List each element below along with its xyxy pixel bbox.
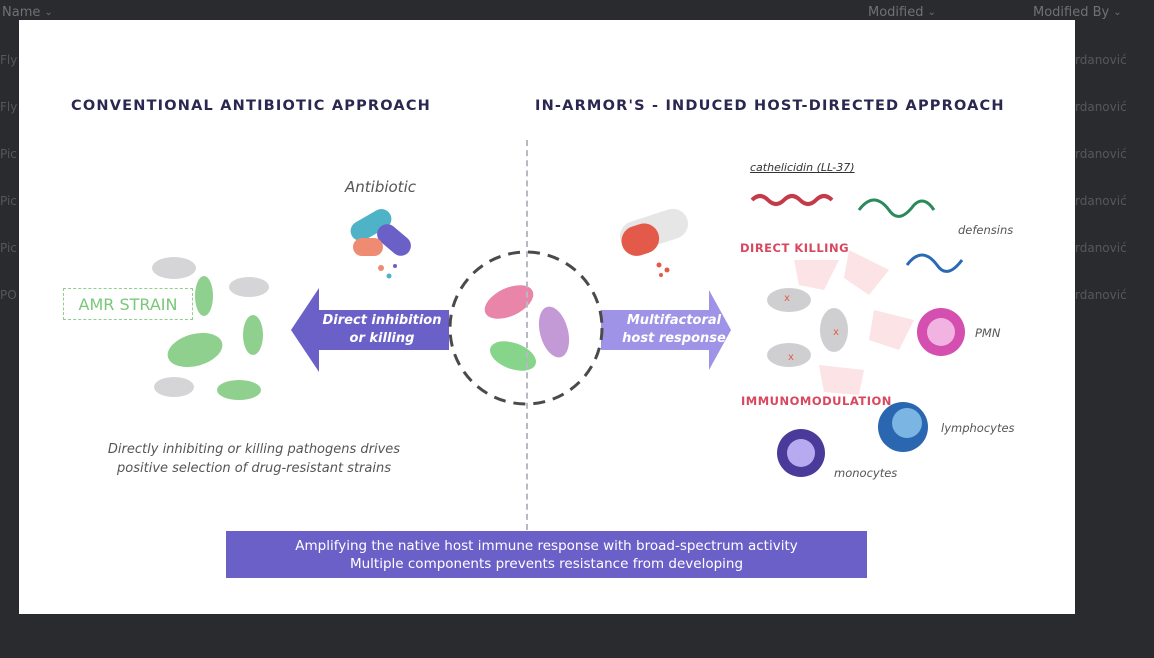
column-modified-label: Modified [868,5,924,20]
left-arrow-line2: or killing [349,331,415,346]
pmn-label: PMN [975,326,1001,340]
infographic-graphics: x x x [152,194,965,477]
killed-bacteria-icon [767,288,848,367]
chevron-down-icon: ⌄ [927,7,936,18]
cathelicidin-label: cathelicidin (LL-37) [750,161,855,174]
svg-text:x: x [833,327,839,338]
antibiotic-label: Antibiotic [345,178,416,196]
file-modified-by: rdanović [1075,194,1127,208]
file-modified-by: rdanović [1075,53,1127,67]
left-arrow-label: Direct inhibition or killing [317,312,447,348]
file-modified-by: rdanović [1075,241,1127,255]
defensin-icon [857,198,936,218]
left-caption-line2: positive selection of drug-resistant str… [117,461,391,476]
column-modified-by-label: Modified By [1033,5,1110,20]
left-caption: Directly inhibiting or killing pathogens… [89,440,419,478]
amr-bacteria-icon [152,257,269,400]
list-item[interactable]: Pic rdanović [0,147,1154,167]
left-arrow [291,288,449,372]
left-title: CONVENTIONAL ANTIBIOTIC APPROACH [71,98,431,114]
list-item[interactable]: PO rdanović [0,288,1154,308]
list-item[interactable]: Pic rdanović [0,194,1154,214]
chevron-down-icon: ⌄ [1113,7,1122,18]
file-modified-by: rdanović [1075,288,1127,302]
right-arrow-label: Multifactoral host response [609,312,739,348]
file-name: Pic [0,194,17,208]
svg-text:x: x [788,352,794,363]
direct-killing-label: DIRECT KILLING [740,241,850,255]
bottom-banner: Amplifying the native host immune respon… [226,531,867,578]
pathogen-circle [448,250,604,406]
file-name: Pic [0,241,17,255]
lymphocytes-label: lymphocytes [941,421,1015,435]
center-bacteria-icon [484,285,570,371]
column-modified-by[interactable]: Modified By ⌄ [1033,5,1122,20]
svg-text:x: x [784,293,790,304]
right-arrow-line1: Multifactoral [626,313,722,328]
column-name-label: Name [2,5,41,20]
image-preview: x x x CONVENTIONAL ANTIBIOTIC APPROACH IN-… [19,20,1075,614]
column-modified[interactable]: Modified ⌄ [868,5,936,20]
list-item[interactable]: Fly rdanović [0,100,1154,120]
banner-line1: Amplifying the native host immune respon… [295,537,798,554]
section-divider [526,140,528,530]
amr-strain-label: AMR STRAIN [63,288,193,320]
right-arrow-line2: host response [622,331,726,346]
immunomodulation-label: IMMUNOMODULATION [741,394,892,408]
column-name[interactable]: Name ⌄ [2,5,53,20]
defensins-label: defensins [958,223,1014,237]
response-rays [794,250,914,395]
file-modified-by: rdanović [1075,100,1127,114]
left-arrow-line1: Direct inhibition [322,313,442,328]
file-list-header: Name ⌄ Modified ⌄ Modified By ⌄ [0,0,1154,26]
right-arrow [601,290,731,370]
left-caption-line1: Directly inhibiting or killing pathogens… [107,442,401,457]
antibiotic-pills-icon [350,209,411,279]
cathelicidin-icon [750,194,834,206]
list-item[interactable]: Pic rdanović [0,241,1154,261]
right-title: IN-ARMOR'S - INDUCED HOST-DIRECTED APPRO… [535,98,1005,114]
host-pill-icon [619,208,689,277]
file-name: Fly [0,100,18,114]
list-item[interactable]: Fly rdanović [0,53,1154,73]
file-name: PO [0,288,17,302]
monocytes-label: monocytes [834,466,898,480]
file-modified-by: rdanović [1075,147,1127,161]
file-name: Fly [0,53,18,67]
chevron-down-icon: ⌄ [44,7,53,18]
banner-line2: Multiple components prevents resistance … [349,555,744,572]
file-name: Pic [0,147,17,161]
